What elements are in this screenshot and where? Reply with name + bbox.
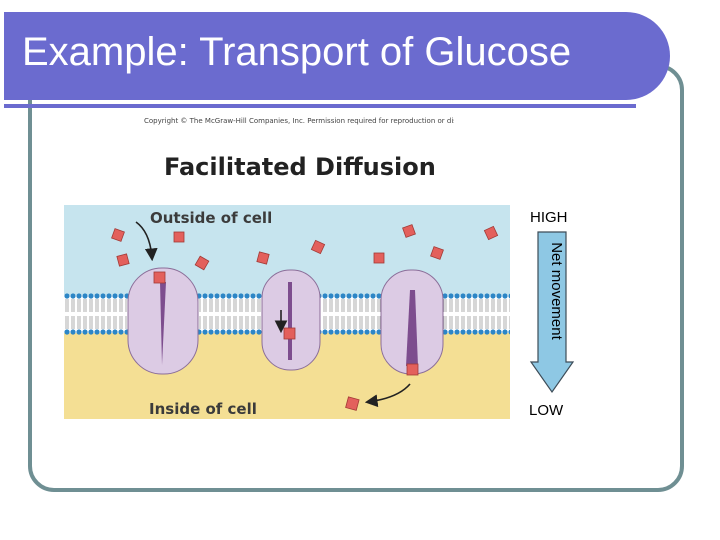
slide-title: Example: Transport of Glucose: [22, 30, 572, 74]
glucose-molecule: [194, 255, 210, 271]
high-label: HIGH: [530, 209, 568, 226]
entry-arrow: [135, 221, 158, 262]
carrier-protein-3: [380, 269, 444, 375]
glucose-molecule: [153, 271, 166, 284]
glucose-molecule: [402, 224, 416, 238]
inside-label: Inside of cell: [149, 400, 257, 418]
carrier-protein-1: [127, 267, 199, 375]
glucose-molecule: [256, 251, 270, 265]
glucose-molecule: [111, 228, 125, 242]
glucose-molecule: [373, 252, 385, 264]
diagram-title: Facilitated Diffusion: [164, 153, 436, 181]
carrier-protein-2: [261, 269, 321, 371]
exit-arrow: [364, 383, 411, 408]
title-bar: [4, 12, 670, 100]
glucose-molecule: [283, 327, 296, 340]
glucose-molecule: [406, 363, 419, 376]
glucose-molecule: [116, 253, 130, 267]
title-underline: [4, 104, 636, 108]
glucose-molecule: [345, 396, 360, 411]
outside-label: Outside of cell: [150, 209, 272, 227]
glucose-molecule: [310, 239, 326, 255]
low-label: LOW: [529, 402, 564, 419]
copyright-notice: Copyright © The McGraw-Hill Companies, I…: [144, 117, 454, 125]
glucose-molecule: [430, 246, 444, 260]
glucose-molecule: [483, 225, 499, 241]
net-movement-arrow: [529, 231, 575, 394]
glucose-molecule: [173, 231, 185, 243]
net-movement-label: Net movement: [548, 242, 565, 340]
